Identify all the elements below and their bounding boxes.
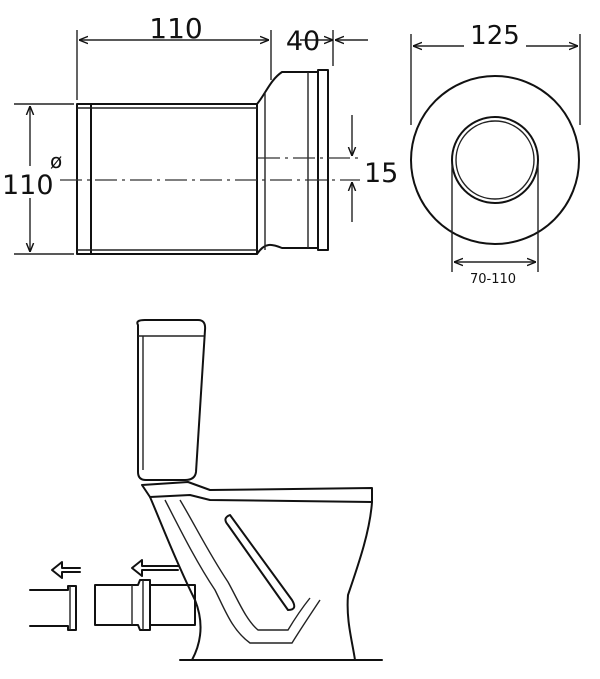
inner-ring-edge — [455, 120, 535, 200]
arrow-left-2 — [131, 559, 179, 577]
diameter-symbol: ø — [50, 149, 62, 173]
drain-pipe — [29, 585, 77, 631]
toilet-outlet — [149, 584, 196, 626]
trap-channel-inner — [179, 499, 311, 631]
dim-inner-range: 70-110 — [470, 272, 516, 287]
toilet-bowl — [149, 496, 373, 661]
collar-outline — [256, 71, 319, 255]
inner-ring — [451, 116, 539, 204]
pipe-body — [76, 103, 258, 255]
bowl-slot — [224, 514, 296, 611]
trap-channel-outer — [164, 499, 321, 644]
dim-pipe-length: 110 — [149, 12, 202, 45]
dim-pipe-diameter: 110 — [2, 170, 54, 201]
toilet-rim — [141, 481, 373, 503]
toilet-illustration — [29, 319, 383, 661]
arrow-left-1 — [51, 561, 81, 579]
dim-offset: 15 — [364, 158, 398, 189]
cistern — [136, 319, 207, 481]
dim-outer-diameter: 125 — [470, 21, 520, 51]
collar-lip — [317, 69, 329, 251]
dim-collar-length: 40 — [286, 26, 320, 57]
outer-ring — [410, 75, 580, 245]
connector-piece — [94, 579, 151, 631]
connector-front-view: 125 70-110 — [410, 18, 581, 287]
connector-side-view: 110 40 110 ø 15 — [2, 12, 398, 255]
